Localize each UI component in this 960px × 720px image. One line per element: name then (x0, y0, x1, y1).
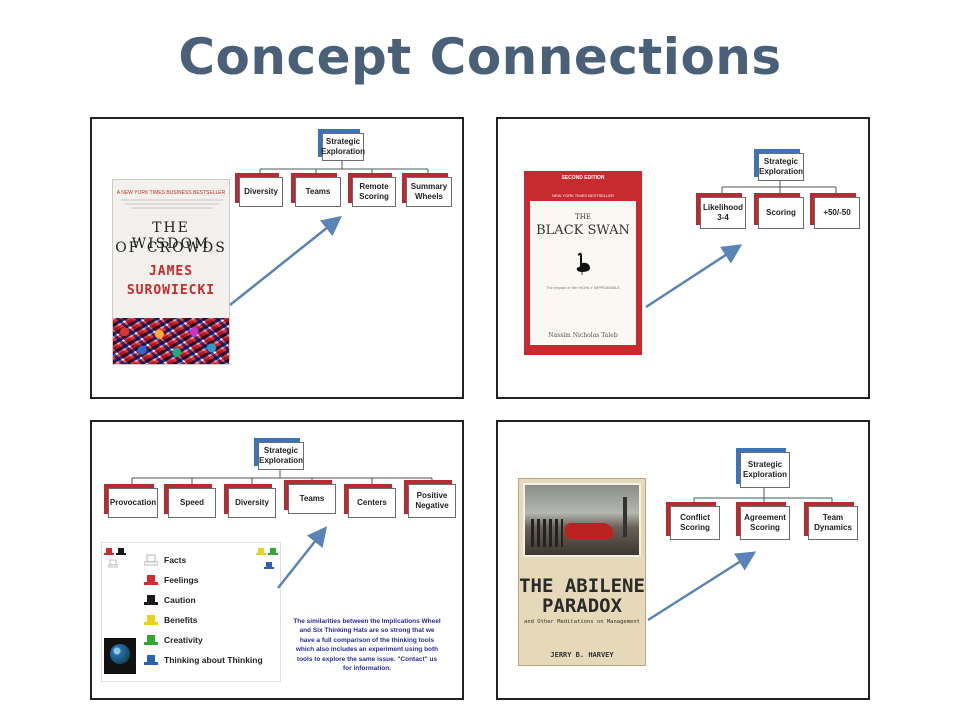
comparison-note: The similarities between the Implication… (293, 618, 441, 673)
child-node-remote-scoring: Remote Scoring (352, 177, 396, 207)
child-node-diversity: Diversity (239, 177, 283, 207)
red-hat-icon (144, 575, 158, 585)
child-node-summary-wheels: Summary Wheels (406, 177, 452, 207)
child-node-centers: Centers (348, 488, 396, 518)
book-subtitle: The Impact of the HIGHLY IMPROBABLE (546, 285, 620, 290)
book-cover-abilene-paradox: THE ABILENE PARADOX and Other Meditation… (518, 478, 646, 666)
book-edition: SECOND EDITION (561, 175, 605, 181)
child-node-speed: Speed (168, 488, 216, 518)
hat-item-benefits: Benefits (144, 611, 198, 629)
hat-item-creativity: Creativity (144, 631, 203, 649)
child-node-conflict-scoring: Conflict Scoring (670, 506, 720, 540)
tree-connectors (693, 488, 833, 506)
white-hat-icon (144, 554, 158, 566)
child-node-likelihood: Likelihood 3-4 (700, 197, 746, 229)
globe-icon (110, 644, 130, 664)
root-node: Strategic Exploration (758, 153, 804, 181)
book-title-line1: THE WISDOM (131, 220, 211, 252)
tree-connectors (131, 470, 433, 486)
book-author: Nassim Nicholas Taleb (548, 332, 618, 339)
globe-logo (104, 638, 136, 674)
arrow-icon (229, 215, 342, 306)
cover-photo (523, 483, 641, 557)
book-title-line1: THE ABILENE (519, 575, 645, 597)
green-hat-icon (268, 548, 278, 555)
red-car (565, 523, 613, 539)
child-node-team-dynamics: Team Dynamics (808, 506, 858, 540)
child-node-diversity: Diversity (228, 488, 276, 518)
arrow-icon (645, 244, 743, 309)
child-node-provocation: Provocation (108, 488, 158, 518)
book-cover-black-swan: SECOND EDITION NEW YORK TIMES BESTSELLER… (524, 171, 642, 355)
blue-hat-icon (144, 655, 158, 665)
book-banner: NEW YORK TIMES BESTSELLER (552, 193, 614, 198)
arrow-icon (277, 526, 328, 589)
yellow-hat-icon (256, 548, 266, 555)
child-node-scoring: Scoring (758, 197, 804, 229)
white-hat-icon (108, 559, 118, 568)
six-thinking-hats-legend: Facts Feelings Caution Benefits Creativi… (101, 542, 281, 682)
panel-abilene-paradox: Strategic Exploration Conflict Scoring A… (496, 420, 870, 700)
panel-black-swan: Strategic Exploration Likelihood 3-4 Sco… (496, 117, 870, 399)
arrow-icon (647, 551, 757, 622)
cactus (623, 497, 627, 537)
blue-hat-icon (264, 562, 274, 569)
hat-label: Facts (164, 555, 187, 565)
book-title-line2: BLACK SWAN (536, 223, 630, 238)
hat-item-caution: Caution (144, 591, 196, 609)
people-figures (531, 519, 563, 547)
tree-connectors (259, 159, 429, 177)
child-node-teams: Teams (295, 177, 341, 207)
panel-six-thinking-hats: Strategic Exploration Provocation Speed … (90, 420, 464, 700)
book-author: JERRY B. HARVEY (550, 651, 614, 659)
panel-wisdom-of-crowds: Strategic Exploration Diversity Teams Re… (90, 117, 464, 399)
book-cover-wisdom-of-crowds: A NEW YORK TIMES BUSINESS BESTSELLER THE… (112, 179, 230, 365)
book-banner: A NEW YORK TIMES BUSINESS BESTSELLER (116, 190, 226, 196)
child-node-positive-negative: Positive Negative (408, 484, 456, 518)
page-title: Concept Connections (178, 28, 782, 86)
root-node: Strategic Exploration (321, 133, 365, 161)
child-node-plus-minus-50: +50/-50 (814, 197, 860, 229)
black-swan-icon (576, 252, 590, 275)
crowd-photo (113, 318, 229, 364)
child-node-agreement-scoring: Agreement Scoring (740, 506, 790, 540)
red-hat-icon (104, 548, 114, 555)
black-hat-icon (144, 595, 158, 605)
book-subtitle: and Other Meditations on Management (524, 619, 640, 625)
book-blurb-lines (121, 198, 223, 212)
book-title-line2: OF CROWDS (115, 240, 227, 256)
hat-label: Thinking about Thinking (164, 655, 263, 665)
hat-item-feelings: Feelings (144, 571, 198, 589)
hat-item-thinking-about-thinking: Thinking about Thinking (144, 651, 263, 669)
book-author-line1: JAMES (148, 264, 194, 279)
hat-item-facts: Facts (144, 551, 186, 569)
yellow-hat-icon (144, 615, 158, 625)
hat-label: Caution (164, 595, 196, 605)
black-hat-icon (116, 548, 126, 555)
hat-label: Feelings (164, 575, 199, 585)
green-hat-icon (144, 635, 158, 645)
book-title-line1: THE (575, 213, 591, 221)
root-node: Strategic Exploration (258, 442, 304, 470)
book-author-line2: SUROWIECKI (126, 283, 216, 298)
root-node: Strategic Exploration (740, 452, 790, 488)
hat-label: Benefits (164, 615, 198, 625)
child-node-teams: Teams (288, 484, 336, 514)
hat-label: Creativity (164, 635, 203, 645)
book-title-line2: PARADOX (541, 595, 623, 617)
